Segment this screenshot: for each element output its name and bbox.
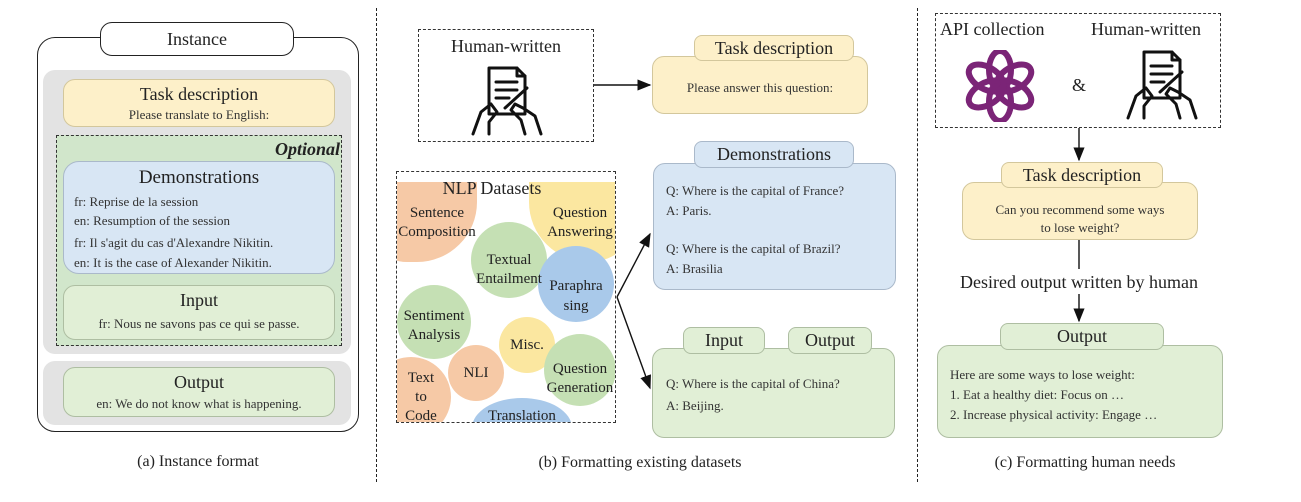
label-entailment: Entailment [476,271,542,287]
human-written-box: Human-written [418,29,594,142]
task-c-line: to lose weight? [1040,220,1120,235]
task-description-b-box: Please answer this question: [652,56,868,114]
label-question: Question [552,205,608,221]
separator-2 [917,8,918,482]
task-description-c-title: Task description [1001,162,1163,188]
demo-line: en: It is the case of Alexander Nikitin. [74,255,272,270]
label-code: Code [405,408,437,423]
output-c-title: Output [1000,323,1164,350]
input-text: fr: Nous ne savons pas ce qui se passe. [98,316,300,331]
output-c-box: Here are some ways to lose weight: 1. Ea… [937,345,1223,438]
label-misc: Misc. [510,337,544,353]
io-b-box: Q: Where is the capital of China? A: Bei… [652,348,895,438]
caption-a: (a) Instance format [137,453,259,470]
demonstrations-box: Demonstrations fr: Reprise de la session… [63,161,335,274]
output-c-line: 1. Eat a healthy diet: Focus on … [950,387,1125,402]
handwriting-icon [471,66,543,136]
api-collection-label: API collection [940,19,1045,39]
output-c-line: Here are some ways to lose weight: [950,367,1135,382]
demo-b-line: A: Paris. [666,203,712,218]
label-translation: Translation [488,408,556,423]
collection-box: API collection Human-written & [935,13,1221,128]
ampersand: & [1072,75,1087,95]
input-box: Input fr: Nous ne savons pas ce qui se p… [63,285,335,340]
task-c-line: Can you recommend some ways [995,202,1165,217]
label-sentence: Sentence [409,205,465,221]
io-b-output-title: Output [788,327,872,354]
task-description-b-text: Please answer this question: [686,80,834,95]
bubble-nli [448,345,504,401]
label-analysis: Analysis [407,327,461,343]
demo-b-line: Q: Where is the capital of Brazil? [666,241,841,256]
demo-b-line: Q: Where is the capital of France? [666,183,845,198]
label-to: to [415,389,427,405]
nlp-datasets-box: NLP Datasets Sentence Composition Questi… [396,171,616,423]
label-sentiment: Sentiment [403,308,465,324]
demo-line: fr: Reprise de la session [74,194,199,209]
label-paraphra: Paraphra [549,278,603,294]
demo-line: en: Resumption of the session [74,213,230,228]
label-text: Text [407,370,435,386]
output-text: en: We do not know what is happening. [96,396,302,411]
demonstrations-title: Demonstrations [138,167,260,188]
human-written-c-label: Human-written [1091,19,1201,39]
instance-label: Instance [100,22,294,56]
human-written-label: Human-written [451,36,561,56]
output-title: Output [173,372,224,392]
label-nli: NLI [463,365,489,381]
bubble-question-generation [544,334,615,406]
bubble-sentiment-analysis [397,285,471,359]
label-sing: sing [563,298,589,314]
task-description-text: Please translate to English: [128,107,270,122]
label-textual: Textual [486,252,532,268]
task-description-b-title: Task description [694,35,854,61]
label-composition: Composition [398,224,476,240]
task-description-box: Task description Please translate to Eng… [63,79,335,127]
caption-b: (b) Formatting existing datasets [538,454,742,471]
label-answering: Answering [547,224,613,240]
demo-line: fr: Il s'agit du cas d'Alexandre Nikitin… [74,235,274,250]
output-c-line: 2. Increase physical activity: Engage … [950,407,1158,422]
task-description-c-box: Can you recommend some ways to lose weig… [962,182,1198,240]
bubble-textual-entailment [471,222,547,298]
label-question-gen: Question [552,361,608,377]
io-b-line: Q: Where is the capital of China? [666,376,840,391]
output-box: Output en: We do not know what is happen… [63,367,335,417]
io-b-line: A: Beijing. [666,398,724,413]
demonstrations-b-box: Q: Where is the capital of France? A: Pa… [653,163,896,290]
demo-b-line: A: Brasilia [666,261,723,276]
task-description-title: Task description [139,84,259,104]
demonstrations-b-title: Demonstrations [694,141,854,168]
input-title: Input [180,290,218,310]
handwriting-c-icon [1126,50,1198,120]
arrow-nlp-to-io [616,296,651,390]
label-generation: Generation [546,380,614,396]
bubble-paraphrasing [538,246,614,322]
arrow-nlp-to-demos [616,232,651,298]
io-b-input-title: Input [683,327,765,354]
desired-output-label: Desired output written by human [960,272,1198,292]
separator-1 [376,8,377,482]
optional-label: Optional [274,139,340,159]
nlp-datasets-title: NLP Datasets [442,178,542,198]
openai-logo-icon [965,50,1035,122]
caption-c: (c) Formatting human needs [994,454,1176,471]
